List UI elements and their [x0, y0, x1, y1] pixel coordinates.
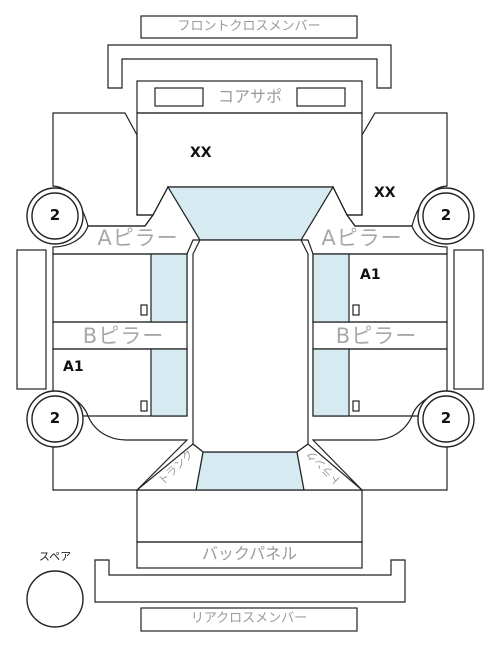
- front-right-tire-inner: [422, 192, 470, 240]
- front-right-tire-value: 2: [440, 206, 452, 224]
- left-b-pillar-label: Bピラー: [82, 324, 165, 348]
- right-trunk-wedge[interactable]: [296, 443, 364, 491]
- roof-panel[interactable]: [192, 239, 309, 453]
- left-a-pillar-label: Aピラー: [97, 226, 179, 250]
- front-left-tire-inner: [31, 192, 79, 240]
- right-rear-quarter-panel[interactable]: [311, 415, 448, 491]
- left-trunk-wedge[interactable]: [135, 443, 204, 491]
- left-front-window[interactable]: [150, 253, 188, 323]
- spare-label: スペア: [38, 550, 72, 563]
- front-bumper-bracket[interactable]: [107, 44, 392, 89]
- rear-bumper-bracket[interactable]: [94, 559, 406, 603]
- rear-left-tire-value: 2: [49, 409, 61, 427]
- left-side-skirt[interactable]: [16, 249, 47, 390]
- right-front-door-handle: [352, 304, 360, 316]
- core-support-label: コアサポ: [217, 87, 282, 106]
- rear-cross-member-box[interactable]: [140, 607, 358, 632]
- right-rear-door-handle: [352, 400, 360, 412]
- left-rear-window[interactable]: [150, 348, 188, 417]
- core-support-left-slot: [154, 87, 204, 107]
- left-front-door-handle: [140, 304, 148, 316]
- right-front-door-damage-mark: A1: [360, 267, 381, 283]
- right-b-pillar-label: Bピラー: [335, 324, 418, 348]
- left-rear-quarter-panel[interactable]: [52, 415, 189, 491]
- core-support-right-slot: [296, 87, 346, 107]
- right-front-window[interactable]: [312, 253, 350, 323]
- rear-left-tire-inner: [31, 395, 79, 443]
- right-rear-window[interactable]: [312, 348, 350, 417]
- rear-right-tire-value: 2: [440, 409, 452, 427]
- hood-damage-mark: XX: [190, 145, 212, 161]
- rear-right-tire-inner: [422, 395, 470, 443]
- left-rear-door-handle: [140, 400, 148, 412]
- back-panel-box[interactable]: [136, 541, 363, 569]
- right-front-fender[interactable]: [345, 112, 448, 227]
- rear-cross-member-label: リアクロスメンバー: [190, 611, 308, 626]
- spare-tire[interactable]: [26, 570, 84, 628]
- front-cross-member-label: フロントクロスメンバー: [177, 19, 321, 34]
- front-cross-member-box[interactable]: [140, 15, 358, 39]
- trunk-lid[interactable]: [136, 489, 363, 543]
- back-panel-label: バックパネル: [201, 544, 298, 563]
- right-a-pillar-label: Aピラー: [321, 226, 403, 250]
- right-side-skirt[interactable]: [453, 249, 484, 390]
- front-left-tire-value: 2: [49, 206, 61, 224]
- left-front-fender[interactable]: [52, 112, 155, 227]
- right-front-fender-damage-mark: XX: [374, 185, 396, 201]
- rear-window[interactable]: [195, 451, 305, 491]
- left-rear-door-damage-mark: A1: [63, 359, 84, 375]
